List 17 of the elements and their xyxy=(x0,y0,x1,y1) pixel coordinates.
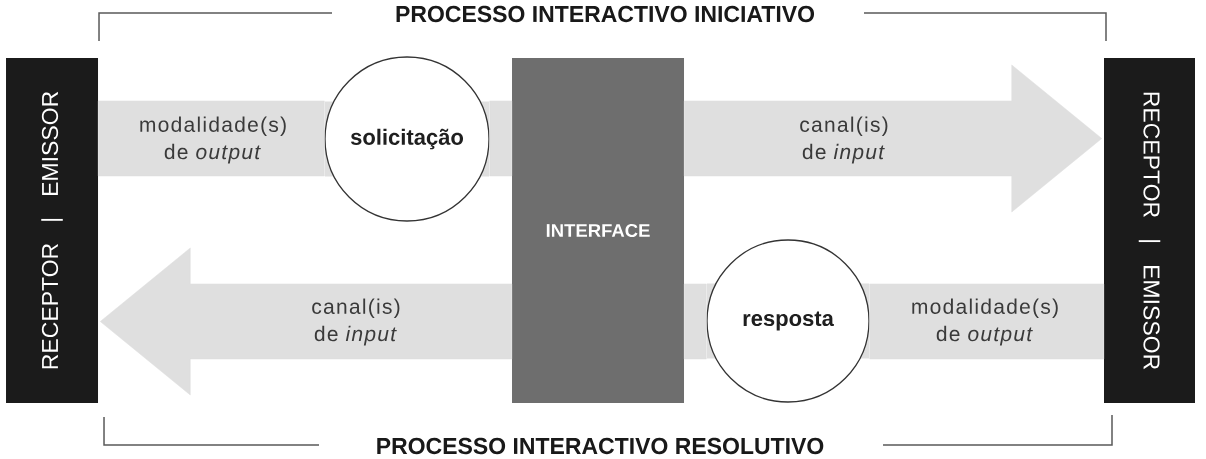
circle-node: resposta xyxy=(706,239,870,403)
bracket-label: PROCESSO INTERACTIVO RESOLUTIVO xyxy=(377,437,824,455)
edge-label: modalidade(s) de output xyxy=(140,116,286,164)
block-arrow xyxy=(100,247,512,396)
edge-label: canal(is) de input xyxy=(800,116,888,164)
block-arrow xyxy=(684,64,1102,213)
bracket-label: PROCESSO INTERACTIVO INICIATIVO xyxy=(396,5,815,23)
center-box: INTERFACE xyxy=(512,58,684,403)
edge-label: canal(is) de input xyxy=(312,298,400,346)
band-segment xyxy=(869,283,1104,360)
side-bar: RECEPTOR | EMISSOR xyxy=(1104,58,1195,403)
edge-label: modalidade(s) de output xyxy=(912,298,1058,346)
band-segment xyxy=(684,283,707,360)
band-segment xyxy=(98,100,325,177)
circle-node: solicitação xyxy=(324,56,490,222)
band-segment xyxy=(489,100,512,177)
side-bar: RECEPTOR | EMISSOR xyxy=(6,58,98,403)
